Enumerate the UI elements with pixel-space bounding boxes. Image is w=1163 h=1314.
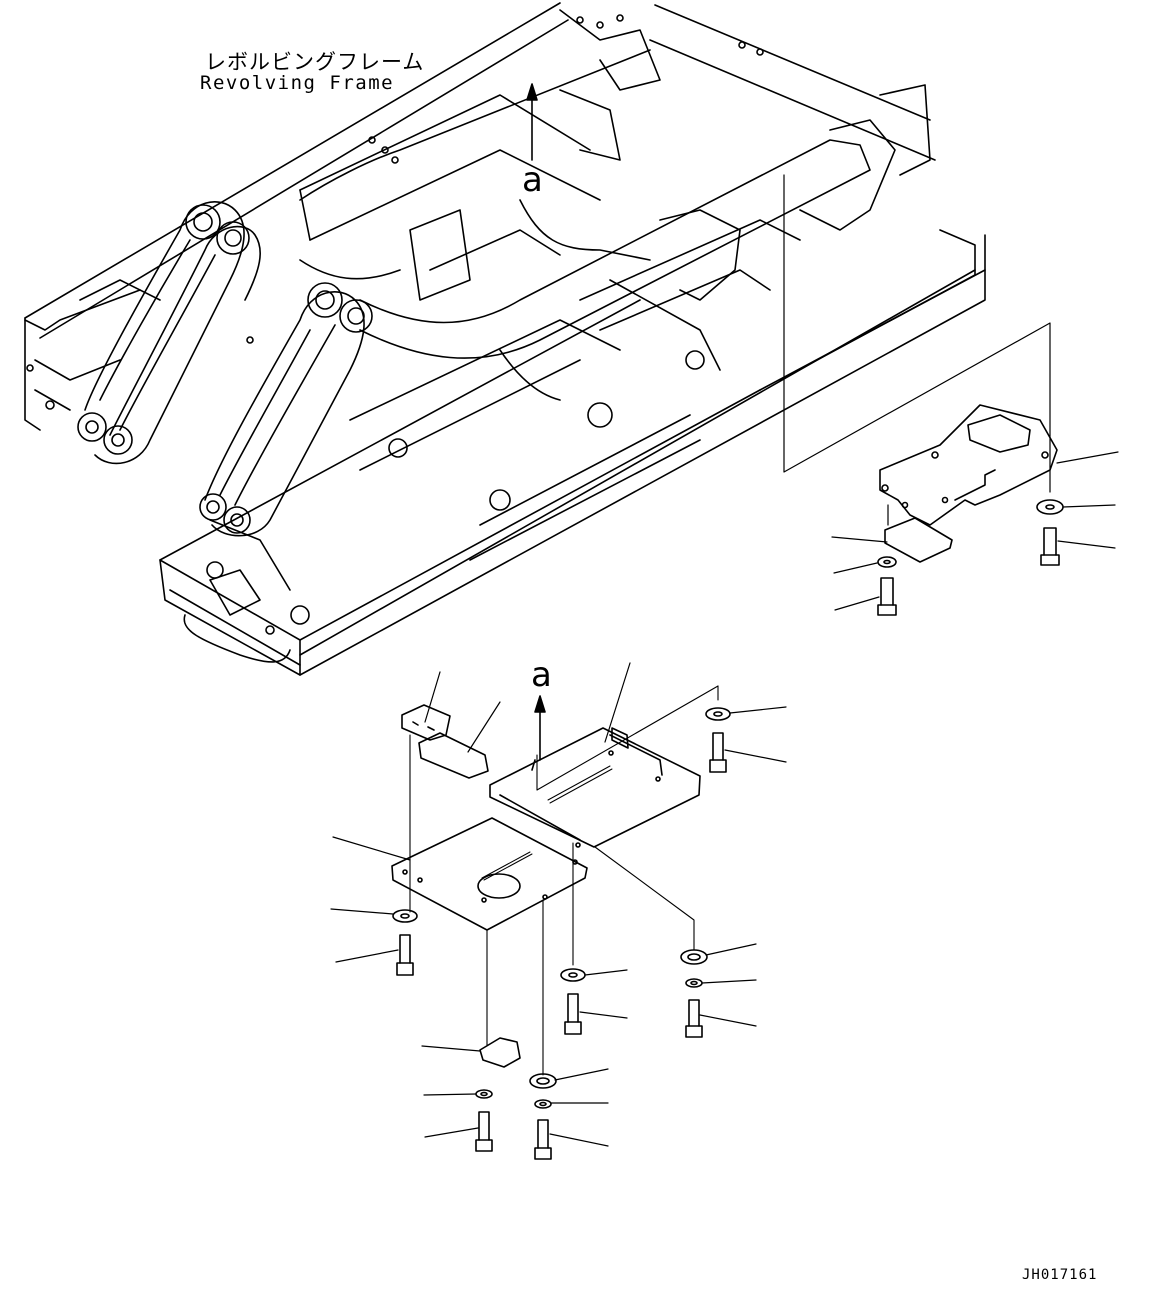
rear-cover-leaders (831, 451, 1119, 611)
view-arrow-detail (534, 695, 546, 761)
upper-center-plate (489, 727, 701, 848)
view-marker-detail: a (531, 655, 552, 695)
center-hardware (392, 707, 731, 1160)
drawing-number: JH017161 (1022, 1267, 1098, 1283)
lower-center-plate (391, 817, 588, 931)
frame-title-english: Revolving Frame (200, 72, 395, 94)
spacer-blocks (401, 704, 489, 779)
small-cover-cap (479, 1037, 521, 1068)
frame-leader-lines (783, 174, 1051, 493)
view-marker-frame: a (522, 160, 543, 200)
rear-cover-hardware (877, 499, 1064, 616)
view-arrow-frame (526, 83, 538, 161)
center-leaders (330, 662, 787, 1147)
frame-title-japanese: レボルビングフレーム (205, 50, 425, 74)
assembly-guide-lines (409, 685, 719, 1076)
rear-under-cover (879, 404, 1058, 563)
revolving-frame (24, 2, 986, 676)
